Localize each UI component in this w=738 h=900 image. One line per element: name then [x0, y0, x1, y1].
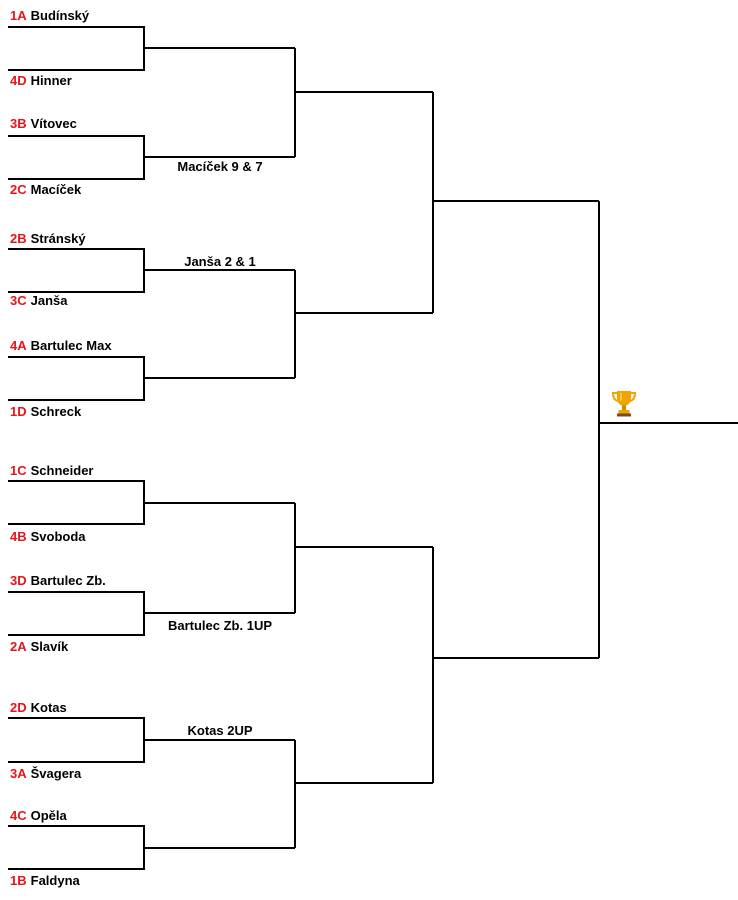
- match-7-line: [8, 717, 145, 763]
- player-name: Bartulec Max: [30, 338, 112, 353]
- player-name: Macíček: [30, 182, 82, 197]
- seed-label: 1C: [10, 463, 27, 478]
- player-name: Faldyna: [30, 873, 80, 888]
- player-name: Schneider: [30, 463, 94, 478]
- player-name: Hinner: [30, 73, 72, 88]
- player-name: Stránský: [30, 231, 86, 246]
- match-result-2: Janša 2 & 1: [184, 254, 256, 269]
- player-name: Bartulec Zb.: [30, 573, 106, 588]
- player-name: Kotas: [30, 700, 67, 715]
- match-1-line: [8, 26, 145, 71]
- player-name: Janša: [30, 293, 68, 308]
- player-name: Svoboda: [30, 529, 86, 544]
- match-result-3: Bartulec Zb. 1UP: [167, 618, 273, 633]
- seed-label: 3A: [10, 766, 27, 781]
- seed-label: 2C: [10, 182, 27, 197]
- seed-label: 2D: [10, 700, 27, 715]
- player-name: Budínský: [30, 8, 90, 23]
- seed-label: 2B: [10, 231, 27, 246]
- player-name: Schreck: [30, 404, 82, 419]
- match-4-line: [8, 356, 145, 401]
- seed-label: 3B: [10, 116, 27, 131]
- match-5-line: [8, 480, 145, 525]
- match-2-line: [8, 135, 145, 180]
- match-result-4: Kotas 2UP: [187, 723, 253, 738]
- player-name: Švagera: [30, 766, 82, 781]
- seed-label: 3C: [10, 293, 27, 308]
- seed-label: 1A: [10, 8, 27, 23]
- player-name: Vítovec: [30, 116, 77, 131]
- player-name: Opěla: [30, 808, 67, 823]
- trophy-icon: [611, 391, 637, 417]
- seed-label: 2A: [10, 639, 27, 654]
- seed-label: 4B: [10, 529, 27, 544]
- seed-label: 1B: [10, 873, 27, 888]
- seed-label: 1D: [10, 404, 27, 419]
- seed-label: 3D: [10, 573, 27, 588]
- seed-label: 4C: [10, 808, 27, 823]
- match-6-line: [8, 591, 145, 636]
- match-result-1: Macíček 9 & 7: [177, 159, 263, 174]
- seed-label: 4D: [10, 73, 27, 88]
- match-3-line: [8, 248, 145, 293]
- seed-label: 4A: [10, 338, 27, 353]
- match-8-line: [8, 825, 145, 870]
- player-name: Slavík: [30, 639, 69, 654]
